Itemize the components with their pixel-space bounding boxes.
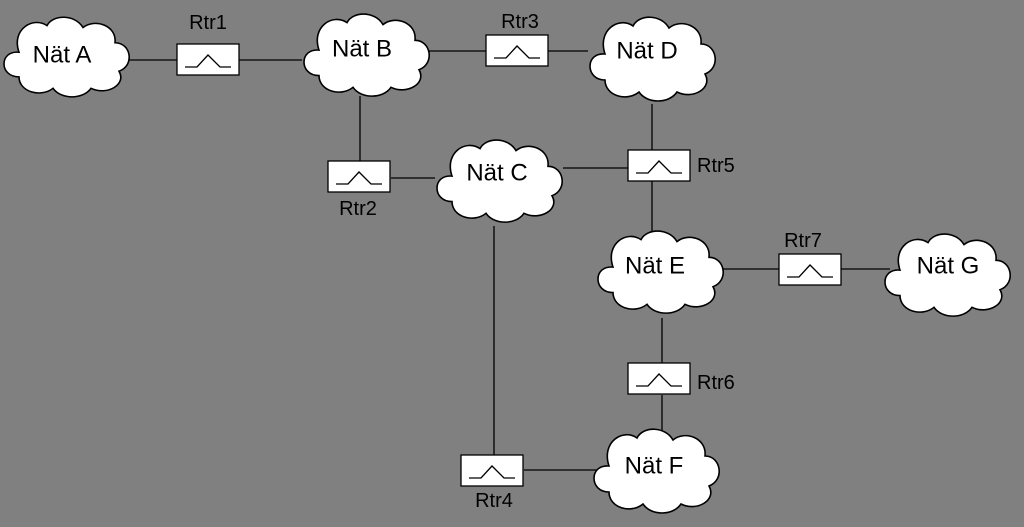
router-label-Rtr4: Rtr4: [475, 490, 513, 512]
network-label-G: Nät G: [917, 252, 980, 279]
network-cloud-A: Nät A: [3, 16, 130, 98]
router-Rtr7: Rtr7: [778, 230, 842, 286]
network-label-F: Nät F: [625, 452, 684, 479]
network-cloud-E: Nät E: [597, 230, 724, 314]
network-label-B: Nät B: [332, 35, 392, 62]
network-label-E: Nät E: [625, 252, 685, 279]
router-label-Rtr5: Rtr5: [697, 155, 735, 177]
network-label-A: Nät A: [33, 41, 92, 68]
router-Rtr1: Rtr1: [176, 12, 240, 76]
router-Rtr2: Rtr2: [327, 160, 391, 220]
network-cloud-C: Nät C: [436, 139, 563, 223]
router-label-Rtr1: Rtr1: [189, 12, 227, 34]
router-label-Rtr2: Rtr2: [339, 198, 377, 220]
router-label-Rtr7: Rtr7: [784, 230, 822, 252]
router-Rtr4: Rtr4: [460, 454, 524, 512]
network-cloud-F: Nät F: [593, 428, 720, 514]
router-label-Rtr3: Rtr3: [501, 11, 539, 33]
network-cloud-G: Nät G: [884, 233, 1011, 317]
links: [126, 50, 890, 471]
network-cloud-D: Nät D: [589, 16, 716, 102]
router-Rtr6: Rtr6: [627, 362, 735, 395]
router-Rtr3: Rtr3: [485, 11, 549, 67]
router-label-Rtr6: Rtr6: [697, 372, 735, 394]
network-label-C: Nät C: [466, 159, 527, 186]
router-Rtr5: Rtr5: [627, 149, 735, 182]
network-cloud-B: Nät B: [303, 13, 430, 97]
network-label-D: Nät D: [616, 37, 677, 64]
